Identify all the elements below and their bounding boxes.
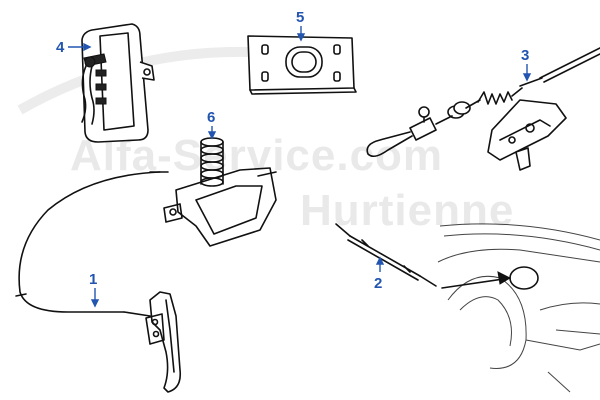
callout-1: 1: [89, 271, 100, 308]
callout-4: 4: [56, 39, 92, 56]
callout-5: 5: [296, 9, 306, 42]
mounting-plate-part: [247, 35, 357, 95]
watermark-line2: Hurtienne: [300, 186, 514, 235]
callout-2: 2: [374, 256, 385, 292]
latch-spring-part: [163, 137, 277, 247]
callout-label: 3: [521, 47, 529, 64]
lock-housing-part: [81, 23, 155, 143]
short-cable-part: [335, 223, 437, 287]
callout-label: 4: [56, 39, 65, 56]
release-cable-part: [15, 171, 182, 393]
callout-label: 2: [374, 275, 382, 292]
callout-label: 1: [89, 271, 97, 288]
car-rear-illustration: [437, 223, 600, 393]
hood-cable-part: [366, 47, 600, 171]
callout-label: 5: [296, 9, 304, 26]
callout-6: 6: [207, 109, 217, 140]
callout-label: 6: [207, 109, 215, 126]
callout-3: 3: [521, 47, 532, 82]
